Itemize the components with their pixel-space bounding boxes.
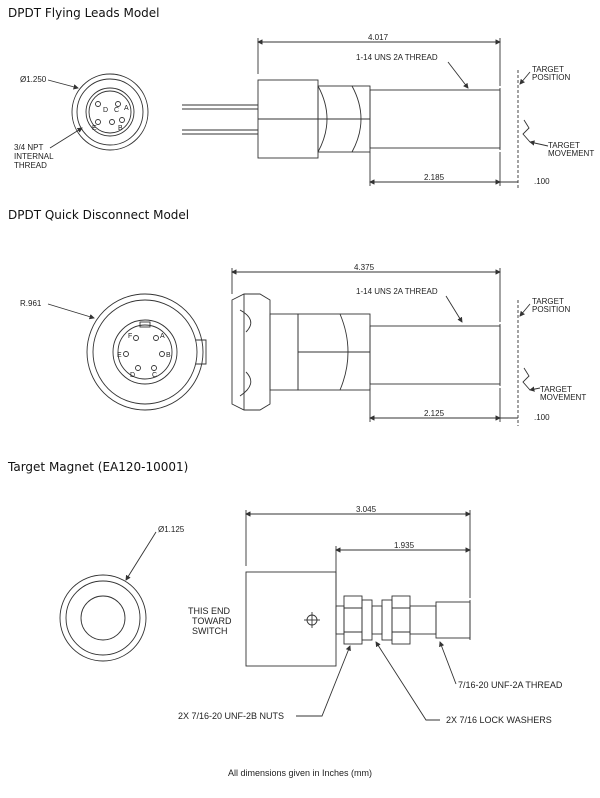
- qd-radius-label: R.961: [20, 299, 42, 308]
- fl-diameter-label: Ø1.250: [20, 75, 47, 84]
- fl-target-mov-2: MOVEMENT: [548, 149, 594, 158]
- mag-end-note-3: SWITCH: [192, 626, 228, 636]
- mag-washers-label: 2X 7/16 LOCK WASHERS: [446, 715, 552, 725]
- qd-target-mov-2: MOVEMENT: [540, 393, 586, 402]
- quick-disconnect-side-view: [231, 293, 501, 411]
- mag-end-note-2: TOWARD: [192, 616, 232, 626]
- qd-target-pos-2: POSITION: [532, 305, 570, 314]
- magnet-side-view: [245, 571, 471, 667]
- qd-dim-body: 2.125: [424, 409, 445, 418]
- fl-npt-line3: THREAD: [14, 161, 47, 170]
- mag-dim-overall: 3.045: [356, 505, 377, 514]
- mag-end-note-1: THIS END: [188, 606, 231, 616]
- fl-pin-a: A: [124, 105, 129, 112]
- fl-npt-leader: [49, 127, 83, 149]
- qd-movement-zigzag: [522, 367, 531, 391]
- fl-dim-body: 2.185: [424, 173, 445, 182]
- fl-npt-line2: INTERNAL: [14, 152, 54, 161]
- fl-target-pos-leader: [519, 71, 531, 85]
- fl-target-pos-1: TARGET: [532, 65, 564, 74]
- fl-pin-b: B: [118, 125, 123, 132]
- qd-target-mov-leader: [529, 386, 541, 392]
- footer-note: All dimensions given in Inches (mm): [227, 768, 373, 778]
- mag-nuts-label: 2X 7/16-20 UNF-2B NUTS: [178, 711, 284, 721]
- magnet-end-view: [59, 574, 147, 662]
- qd-target-pos-1: TARGET: [532, 297, 564, 306]
- fl-diameter-leader: [47, 79, 79, 90]
- qd-pin-b: B: [166, 352, 171, 359]
- fl-target-mov-leader: [529, 140, 549, 147]
- fl-target-pos-2: POSITION: [532, 73, 570, 82]
- qd-pin-c: C: [152, 372, 157, 379]
- target-magnet-title: Target Magnet (EA120-10001): [8, 460, 189, 474]
- mag-thread-label: 7/16-20 UNF-2A THREAD: [458, 680, 563, 690]
- fl-pin-d: D: [103, 107, 108, 114]
- mag-diameter-label: Ø1.125: [158, 525, 185, 534]
- flying-leads-title: DPDT Flying Leads Model: [8, 6, 160, 20]
- qd-dim-gap: .100: [534, 413, 550, 422]
- qd-dim-overall: 4.375: [354, 263, 375, 272]
- qd-pin-a: A: [160, 333, 165, 340]
- qd-pin-d: D: [130, 372, 135, 379]
- qd-pin-f: F: [128, 333, 132, 340]
- flying-leads-side-view: [182, 79, 501, 159]
- mag-thread-leader: [439, 641, 457, 685]
- qd-target-pos-leader: [519, 303, 531, 317]
- qd-thread-label: 1-14 UNS 2A THREAD: [356, 287, 438, 296]
- qd-pin-e: E: [117, 352, 122, 359]
- mag-nuts-leader: [296, 645, 351, 717]
- qd-thread-leader: [445, 295, 463, 323]
- fl-dim-gap: .100: [534, 177, 550, 186]
- fl-thread-leader: [447, 61, 469, 89]
- qd-radius-leader: [47, 303, 95, 320]
- mag-diameter-leader: [125, 531, 157, 581]
- fl-npt-line1: 3/4 NPT: [14, 143, 43, 152]
- mag-washers-leader: [375, 641, 440, 721]
- fl-movement-zigzag: [522, 119, 531, 143]
- mag-dim-stud: 1.935: [394, 541, 415, 550]
- quick-disconnect-title: DPDT Quick Disconnect Model: [8, 208, 190, 222]
- fl-pin-e: E: [92, 125, 97, 132]
- fl-dim-overall: 4.017: [368, 33, 389, 42]
- flying-leads-end-view: [71, 73, 149, 151]
- fl-pin-c: C: [114, 107, 119, 114]
- fl-target-mov-1: TARGET: [548, 141, 580, 150]
- quick-disconnect-end-view: [86, 293, 207, 411]
- qd-target-mov-1: TARGET: [540, 385, 572, 394]
- fl-thread-label: 1-14 UNS 2A THREAD: [356, 53, 438, 62]
